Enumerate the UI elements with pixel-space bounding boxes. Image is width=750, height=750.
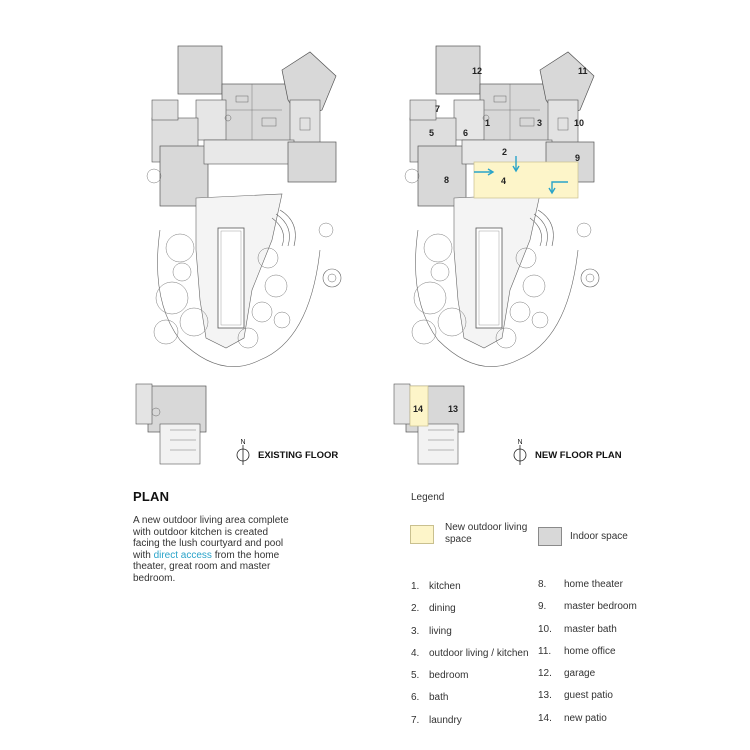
list-item: 5. bedroom xyxy=(411,670,529,692)
room-number: 11. xyxy=(538,645,552,657)
list-item: 2. dining xyxy=(411,603,529,625)
room-name: home office xyxy=(564,645,616,657)
room-number: 10. xyxy=(538,623,552,635)
list-item: 4. outdoor living / kitchen xyxy=(411,648,529,670)
list-item: 7. laundry xyxy=(411,715,529,737)
room-label-5: 5 xyxy=(429,128,434,138)
outdoor-space-label: New outdoor living space xyxy=(445,522,528,545)
room-name: new patio xyxy=(564,712,607,724)
room-label-2: 2 xyxy=(502,147,507,157)
room-list-column-1: 1. kitchen 2. dining 3. living 4. outdoor li… xyxy=(411,581,529,737)
room-label-9: 9 xyxy=(575,153,580,163)
existing-plan: N EXISTING FLOOR xyxy=(135,45,342,465)
room-label-12: 12 xyxy=(472,66,482,76)
plan-title: PLAN xyxy=(133,489,170,504)
room-name: home theater xyxy=(564,579,623,590)
room-number: 7. xyxy=(411,714,420,726)
list-item: 8. home theater xyxy=(538,579,637,601)
room-name: laundry xyxy=(429,714,462,726)
list-item: 14. new patio xyxy=(538,713,637,735)
room-name: master bedroom xyxy=(564,601,637,613)
new-plan: 12 11 7 1 3 10 5 6 2 9 8 4 14 13 N NEW F… xyxy=(393,45,622,465)
new-patio-highlight xyxy=(409,385,429,427)
room-name: kitchen xyxy=(429,581,461,592)
room-number: 6. xyxy=(411,692,420,704)
outdoor-living-highlight xyxy=(473,161,579,199)
north-label: N xyxy=(518,439,523,446)
room-name: guest patio xyxy=(564,690,613,702)
indoor-space-label: Indoor space xyxy=(570,531,628,542)
room-number: 5. xyxy=(411,670,420,682)
description-text-after: from the home theater, great room and ma… xyxy=(133,549,280,584)
direct-access-highlight: direct access xyxy=(153,549,212,561)
room-number: 9. xyxy=(538,601,547,613)
list-item: 1. kitchen xyxy=(411,581,529,603)
room-number: 8. xyxy=(538,579,547,590)
room-number: 14. xyxy=(538,712,552,724)
plan-description: A new outdoor living area complete with … xyxy=(133,515,293,585)
list-item: 12. garage xyxy=(538,668,637,690)
access-arrows xyxy=(474,156,568,195)
description-text-before: A new outdoor living area complete with … xyxy=(133,515,289,561)
room-name: bath xyxy=(429,692,449,704)
room-number: 3. xyxy=(411,625,420,637)
list-item: 10. master bath xyxy=(538,624,637,646)
room-name: garage xyxy=(564,668,596,680)
room-label-14: 14 xyxy=(413,404,423,414)
legend-title: Legend xyxy=(411,492,445,503)
room-number: 4. xyxy=(411,647,420,659)
room-number: 2. xyxy=(411,603,420,615)
list-item: 6. bath xyxy=(411,692,529,714)
room-label-3: 3 xyxy=(537,118,542,128)
room-label-13: 13 xyxy=(448,404,458,414)
list-item: 13. guest patio xyxy=(538,690,637,712)
outdoor-space-swatch xyxy=(410,525,434,544)
room-label-7: 7 xyxy=(435,104,440,114)
room-name: outdoor living / kitchen xyxy=(429,647,529,659)
north-arrow-new: N xyxy=(513,439,527,465)
room-number: 13. xyxy=(538,690,552,702)
indoor-space-swatch xyxy=(538,527,562,546)
list-item: 11. home office xyxy=(538,646,637,668)
list-item: 9. master bedroom xyxy=(538,601,637,623)
list-item: 3. living xyxy=(411,626,529,648)
room-label-8: 8 xyxy=(444,175,449,185)
room-label-6: 6 xyxy=(463,128,468,138)
room-label-1: 1 xyxy=(485,118,490,128)
room-name: bedroom xyxy=(429,670,469,682)
room-label-10: 10 xyxy=(574,118,584,128)
room-name: living xyxy=(429,625,452,637)
room-name: dining xyxy=(429,603,456,615)
north-label: N xyxy=(241,439,246,446)
room-number: 1. xyxy=(411,581,420,592)
room-label-11: 11 xyxy=(578,66,588,76)
floor-plans-drawing: N EXISTING FLOOR 12 11 7 1 3 10 5 6 2 9 … xyxy=(135,45,622,465)
room-list-column-2: 8. home theater 9. master bedroom 10. maste… xyxy=(538,579,637,735)
new-floor-plan-caption: NEW FLOOR PLAN xyxy=(535,450,622,461)
room-name: master bath xyxy=(564,623,617,635)
existing-floor-caption: EXISTING FLOOR xyxy=(258,450,338,461)
room-number: 12. xyxy=(538,668,552,680)
north-arrow-existing: N xyxy=(236,439,250,465)
room-label-4: 4 xyxy=(501,176,506,186)
